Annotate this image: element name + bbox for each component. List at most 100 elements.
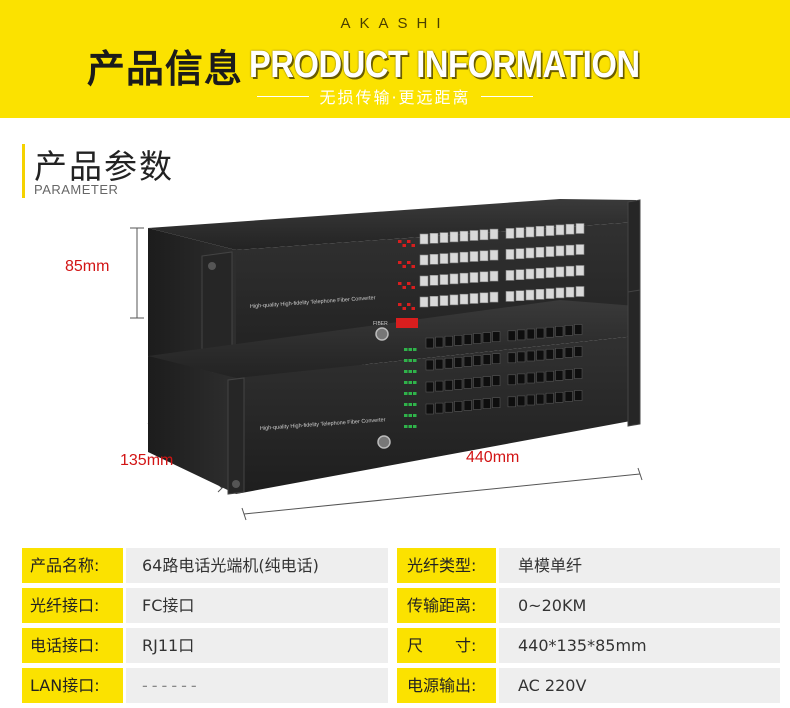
led-indicator — [402, 307, 406, 310]
rj11-port — [507, 396, 516, 408]
led-indicator — [404, 348, 408, 351]
rj11-port — [473, 399, 482, 410]
slogan-divider-left — [257, 95, 310, 97]
rj11-port — [479, 229, 489, 241]
spec-row: 光纤接口: FC接口 传输距离: 0~20KM — [22, 588, 780, 623]
rj11-port — [473, 377, 482, 388]
rj11-port — [515, 269, 525, 281]
port-grid-top — [419, 223, 585, 308]
rj11-port — [545, 392, 554, 404]
rj11-port — [517, 329, 526, 341]
rj11-port — [449, 294, 459, 306]
led-indicator — [411, 307, 415, 310]
spec-value: ------ — [126, 668, 388, 703]
led-indicator — [407, 240, 411, 243]
rj11-port — [535, 226, 545, 237]
led-indicator — [408, 414, 412, 417]
rj11-port — [463, 400, 472, 411]
rj11-port — [564, 325, 573, 336]
rj11-port — [525, 289, 535, 301]
led-indicator — [413, 370, 417, 373]
led-indicator — [411, 286, 415, 289]
section-accent-bar — [22, 144, 25, 198]
rj11-port — [555, 391, 564, 403]
led-indicator — [408, 370, 412, 373]
rj11-port — [536, 327, 545, 339]
rj11-port — [517, 395, 526, 407]
rj11-port — [492, 331, 501, 343]
slogan-divider-right — [480, 95, 533, 97]
led-indicator — [404, 403, 408, 406]
rj11-port — [489, 249, 499, 261]
rj11-port — [469, 293, 479, 304]
brand-name: AKASHI — [340, 15, 450, 32]
rj11-port — [575, 244, 585, 255]
led-indicator — [404, 392, 408, 395]
led-indicator — [407, 282, 411, 285]
rj11-port — [545, 288, 555, 299]
rj11-port — [526, 372, 535, 384]
rj11-port — [459, 293, 469, 305]
rj11-port — [435, 380, 444, 392]
rj11-port — [435, 336, 444, 348]
rj11-port — [482, 376, 491, 387]
spec-key: 传输距离: — [397, 588, 496, 623]
spec-key: 电源输出: — [397, 668, 496, 703]
rj11-port — [545, 267, 555, 278]
led-indicator — [413, 381, 417, 384]
led-column-bottom — [404, 348, 417, 428]
rj11-port — [482, 398, 491, 409]
spec-key: 光纤类型: — [397, 548, 496, 583]
rj11-port — [439, 295, 449, 306]
rj11-port — [575, 286, 585, 297]
rj11-port — [425, 337, 434, 349]
led-indicator — [408, 425, 412, 428]
led-indicator — [404, 381, 408, 384]
rj11-port — [435, 358, 444, 370]
rj11-port — [435, 402, 444, 414]
rj11-port — [479, 271, 489, 283]
dimension-height: 85mm — [65, 258, 110, 275]
rj11-port — [419, 275, 429, 287]
rj11-port — [449, 273, 459, 285]
rj11-port — [492, 353, 501, 365]
rj11-port — [419, 233, 429, 245]
rj11-port — [526, 350, 535, 362]
rj11-port — [463, 378, 472, 389]
rj11-port — [489, 270, 499, 282]
rj11-port — [429, 254, 439, 265]
rj11-port — [555, 245, 565, 257]
rj11-port — [459, 272, 469, 284]
spec-value: 单模单纤 — [499, 548, 780, 583]
rj11-port — [507, 330, 516, 342]
rj11-port — [505, 249, 515, 260]
rj11-port — [564, 347, 573, 358]
rj11-port — [449, 252, 459, 264]
led-indicator — [408, 359, 412, 362]
led-indicator — [398, 240, 402, 243]
rj11-port — [545, 246, 555, 257]
rj11-port — [463, 356, 472, 367]
rj11-port — [574, 324, 583, 335]
rj11-port — [469, 251, 479, 262]
rj11-port — [507, 352, 516, 364]
section-title: 产品参数 — [34, 147, 174, 186]
spec-row: 产品名称: 64路电话光端机(纯电话) 光纤类型: 单模单纤 — [22, 548, 780, 583]
rj11-port — [565, 223, 575, 235]
rj11-port — [489, 291, 499, 303]
dimension-depth: 135mm — [120, 452, 174, 469]
dimension-width: 440mm — [466, 449, 520, 466]
rj11-port — [545, 326, 554, 338]
rj11-port — [545, 348, 554, 360]
rj11-port — [525, 247, 535, 259]
rj11-port — [535, 288, 545, 300]
led-indicator — [398, 282, 402, 285]
led-indicator — [404, 359, 408, 362]
spec-value: RJ11口 — [126, 628, 388, 663]
rj11-port — [517, 373, 526, 385]
rj11-port — [454, 400, 463, 412]
rj11-port — [444, 335, 453, 347]
rj11-port — [454, 334, 463, 346]
rj11-port — [555, 325, 564, 337]
